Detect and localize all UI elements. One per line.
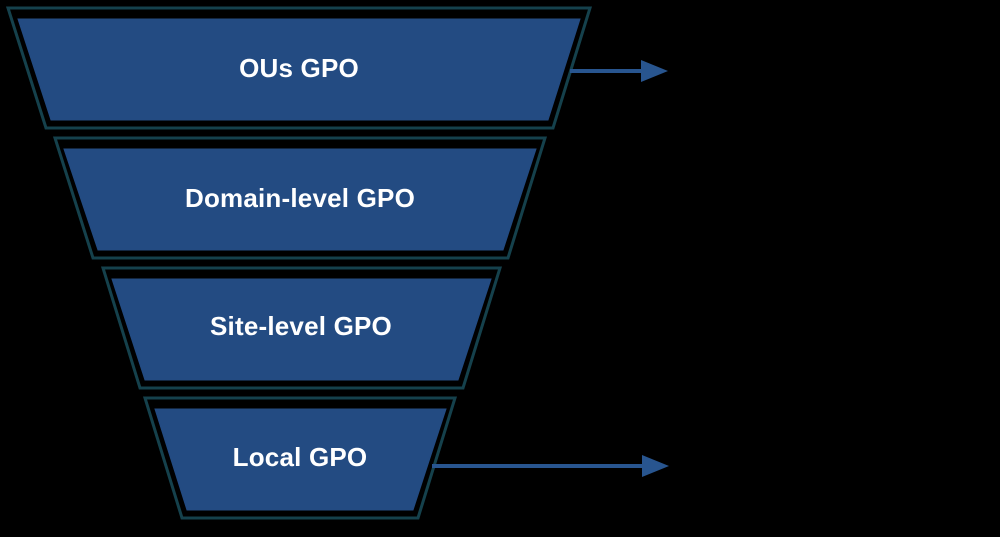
segment-label-local-gpo: Local GPO xyxy=(233,442,368,472)
segment-fill xyxy=(17,18,581,121)
top-arrow xyxy=(570,60,668,82)
segment-label-site-level-gpo: Site-level GPO xyxy=(210,311,392,341)
bottom-arrow xyxy=(432,455,669,477)
segment-fill xyxy=(154,408,447,511)
funnel-segment-ous-gpo[interactable]: OUs GPO xyxy=(5,6,593,130)
segment-label-domain-level-gpo: Domain-level GPO xyxy=(185,183,415,213)
funnel-segment-local-gpo[interactable]: Local GPO xyxy=(142,396,458,520)
segment-outline xyxy=(5,6,593,130)
segment-outline xyxy=(100,266,503,390)
funnel-segment-site-level-gpo[interactable]: Site-level GPO xyxy=(100,266,503,390)
funnel-segment-domain-level-gpo[interactable]: Domain-level GPO xyxy=(52,136,548,260)
top-arrow-head xyxy=(641,60,668,82)
segment-fill xyxy=(63,148,537,251)
bottom-arrow-head xyxy=(642,455,669,477)
segment-outline xyxy=(142,396,458,520)
segment-outline xyxy=(52,136,548,260)
segment-fill xyxy=(111,278,492,381)
segment-label-ous-gpo: OUs GPO xyxy=(239,53,359,83)
